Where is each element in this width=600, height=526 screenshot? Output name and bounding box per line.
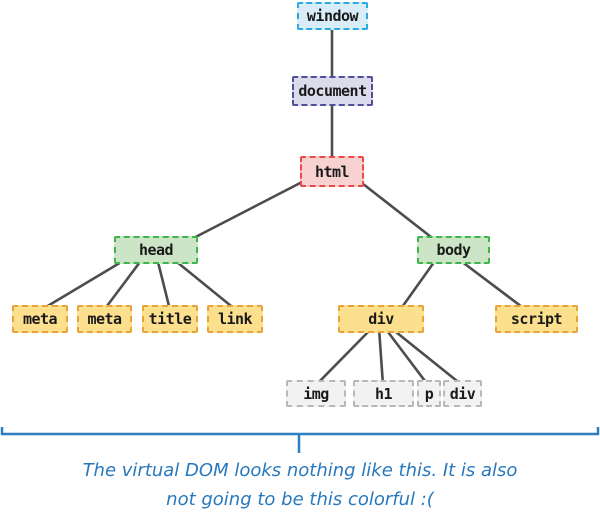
edge-html-head [180, 178, 308, 246]
node-meta-2-label: meta [87, 310, 122, 328]
node-img: img [286, 380, 346, 407]
node-document: document [292, 76, 373, 106]
node-meta-1-label: meta [22, 310, 58, 328]
node-html-label: html [314, 162, 350, 181]
node-meta-1: meta [12, 305, 68, 333]
node-body-label: body [436, 241, 471, 259]
edge-head-link [170, 256, 238, 312]
node-link: link [207, 305, 263, 333]
edge-body-script [455, 256, 528, 312]
edge-head-meta1 [39, 256, 130, 312]
node-div-2-label: div [449, 384, 476, 403]
node-body: body [417, 236, 490, 264]
node-script-label: script [510, 310, 563, 328]
node-script: script [495, 305, 578, 333]
edge-div-p [383, 326, 430, 387]
node-img-label: img [303, 384, 329, 403]
node-document-label: document [298, 82, 367, 100]
node-window: window [297, 2, 368, 30]
node-head: head [114, 236, 198, 264]
annotation-line-1: The virtual DOM looks nothing like this.… [82, 460, 518, 481]
node-meta-2: meta [77, 305, 132, 333]
node-html: html [300, 156, 364, 187]
edge-div-h1 [377, 326, 385, 387]
edge-head-meta2 [102, 256, 145, 312]
node-h1-label: h1 [374, 384, 393, 403]
annotation-line-2: not going to be this colorful :( [166, 489, 434, 510]
node-head-label: head [138, 241, 174, 259]
node-title-label: title [148, 310, 192, 328]
node-window-label: window [306, 7, 359, 25]
edge-head-title [155, 256, 172, 312]
node-h1: h1 [353, 380, 414, 407]
node-link-label: link [217, 310, 253, 328]
node-div-2: div [443, 380, 482, 407]
bracket-icon [0, 427, 600, 453]
annotation-caption: The virtual DOM looks nothing like this.… [40, 456, 560, 514]
edge-div-div [389, 326, 464, 387]
edge-body-div [398, 256, 439, 312]
node-title: title [142, 305, 198, 333]
node-p-label: p [424, 384, 434, 403]
node-div-label: div [368, 310, 394, 328]
node-div: div [338, 305, 424, 333]
edge-html-body [356, 178, 442, 246]
node-p: p [417, 380, 441, 407]
edge-div-img [314, 326, 374, 387]
